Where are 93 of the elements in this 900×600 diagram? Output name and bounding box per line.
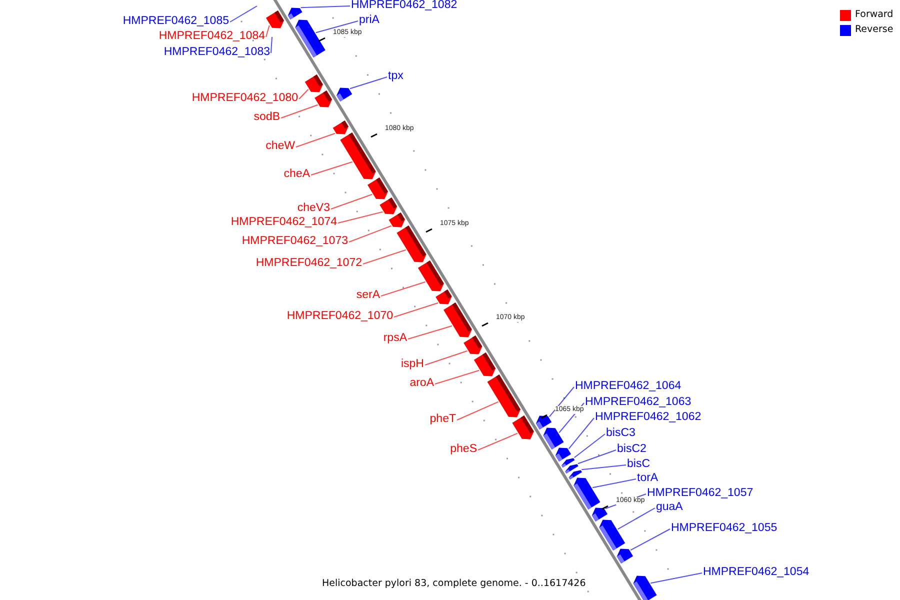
gene-block xyxy=(536,416,552,430)
leader-line xyxy=(630,528,670,551)
gene-label: HMPREF0462_1054 xyxy=(703,565,810,579)
gene-label: bisC2 xyxy=(617,442,646,456)
leader-line xyxy=(617,508,656,530)
leader-line xyxy=(592,478,636,488)
gene-block xyxy=(340,132,376,180)
leader-line xyxy=(315,20,358,34)
gene-label: HMPREF0462_1070 xyxy=(286,309,393,323)
gene-label: HMPREF0462_1082 xyxy=(351,0,458,12)
leader-line xyxy=(270,36,272,54)
gene-block xyxy=(380,198,398,214)
gene-label: HMPREF0462_1062 xyxy=(595,410,702,424)
gene-label: pheS xyxy=(450,442,477,456)
gene-label: pheT xyxy=(430,412,456,426)
gene-label: cheA xyxy=(284,167,310,181)
leader-line xyxy=(478,432,518,450)
gene-block xyxy=(266,10,284,28)
gene-block xyxy=(332,120,348,134)
leader-line xyxy=(434,370,480,384)
gene-label: sodB xyxy=(254,110,280,124)
leader-line xyxy=(380,281,426,296)
gene-label: HMPREF0462_1055 xyxy=(671,521,778,535)
gene-label: serA xyxy=(356,288,380,302)
leader-line xyxy=(424,350,468,366)
gene-block xyxy=(487,374,520,418)
gene-block xyxy=(633,576,657,600)
leader-line xyxy=(300,6,350,8)
leader-line xyxy=(338,211,384,224)
gene-label: cheW xyxy=(266,139,295,153)
caption: Helicobacter pylori 83, complete genome. - 0..1617426 xyxy=(322,578,586,590)
leader-line xyxy=(296,132,336,148)
gene-label: HMPREF0462_1084 xyxy=(158,29,265,43)
leader-line xyxy=(266,24,270,38)
gene-block xyxy=(314,90,332,108)
leader-line xyxy=(280,104,318,118)
gene-label: HMPREF0462_1063 xyxy=(585,395,692,409)
gene-block xyxy=(388,212,405,228)
gene-label: HMPREF0462_1083 xyxy=(164,45,270,59)
gene-label: aroA xyxy=(410,376,434,390)
gene-block xyxy=(512,416,534,440)
leader-line xyxy=(581,464,626,470)
leader-line xyxy=(362,249,406,264)
gene-label: bisC3 xyxy=(606,426,636,440)
gene-block xyxy=(418,260,444,292)
gene-block xyxy=(304,74,323,92)
gene-label: priA xyxy=(359,13,380,27)
leader-line xyxy=(349,76,388,90)
gene-label: HMPREF0462_1080 xyxy=(192,91,298,105)
leader-line xyxy=(310,161,353,176)
gene-block xyxy=(474,352,496,376)
gene-block xyxy=(599,520,626,550)
gene-label: HMPREF0462_1064 xyxy=(575,379,682,393)
gene-label: HMPREF0462_1072 xyxy=(256,256,362,270)
leader-line xyxy=(577,450,616,464)
gene-block xyxy=(443,302,472,338)
leader-line xyxy=(456,401,499,420)
gene-label: HMPREF0462_1085 xyxy=(122,14,229,28)
leader-line xyxy=(348,225,392,242)
leader-line xyxy=(230,6,258,22)
leader-line xyxy=(408,325,453,340)
legend-label: Reverse xyxy=(855,24,894,36)
gene-block xyxy=(436,290,452,304)
gene-label: rpsA xyxy=(383,331,407,345)
gene-label: guaA xyxy=(656,500,683,514)
gene-label: HMPREF0462_1073 xyxy=(242,234,348,248)
leader-line xyxy=(298,88,309,100)
leader-line xyxy=(568,418,594,450)
gene-block xyxy=(367,178,388,200)
gene-block xyxy=(592,508,608,522)
gene-label: HMPREF0462_1057 xyxy=(647,486,754,500)
gene-block xyxy=(336,88,352,102)
gene-block xyxy=(288,8,302,20)
leader-line xyxy=(330,194,373,210)
leader-line xyxy=(574,434,606,458)
legend-label: Forward xyxy=(855,9,894,21)
gene-block xyxy=(396,226,426,262)
gene-label: torA xyxy=(637,471,658,485)
gene-label: ispH xyxy=(400,357,424,371)
gene-label: cheV3 xyxy=(297,201,330,215)
leader-line xyxy=(394,302,439,318)
gene-block xyxy=(464,336,482,354)
gene-block xyxy=(555,448,572,462)
gene-block xyxy=(543,428,564,450)
gene-label: tpx xyxy=(388,69,404,83)
gene-block xyxy=(568,470,582,480)
gene-label: bisC xyxy=(627,457,650,471)
gene-label: HMPREF0462_1074 xyxy=(230,215,337,229)
leader-line xyxy=(548,386,574,418)
leader-line xyxy=(650,572,702,584)
gene-block xyxy=(295,20,326,58)
gene-block xyxy=(574,478,600,510)
gene-block xyxy=(616,548,634,564)
